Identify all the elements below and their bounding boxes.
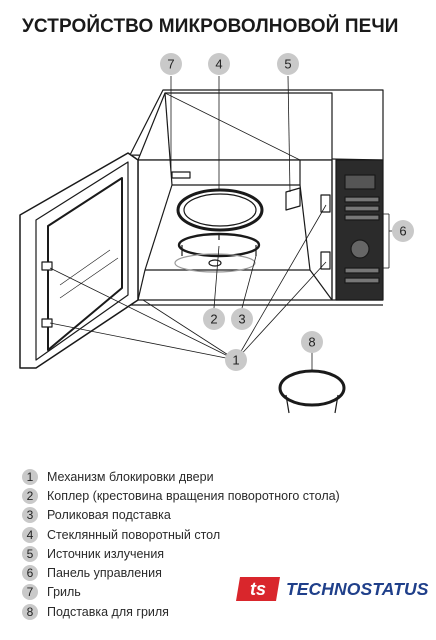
leader-lines bbox=[49, 75, 392, 372]
callout-5: 5 bbox=[277, 53, 299, 75]
legend-number: 6 bbox=[22, 565, 38, 582]
legend-item-5: 5 Источник излучения bbox=[22, 544, 340, 563]
callout-1: 1 bbox=[225, 349, 247, 371]
legend-label: Роликовая подставка bbox=[47, 508, 171, 523]
svg-text:6: 6 bbox=[399, 224, 406, 239]
legend-label: Источник излучения bbox=[47, 546, 165, 561]
svg-text:8: 8 bbox=[308, 335, 315, 350]
callout-3: 3 bbox=[231, 308, 253, 330]
svg-text:1: 1 bbox=[232, 353, 239, 368]
legend-number: 3 bbox=[22, 507, 38, 524]
legend-label: Гриль bbox=[47, 585, 81, 600]
callout-7: 7 bbox=[160, 53, 182, 75]
callout-8: 8 bbox=[301, 331, 323, 353]
callout-2: 2 bbox=[203, 308, 225, 330]
callout-4: 4 bbox=[208, 53, 230, 75]
brand-logo: ts TECHNOSTATUS bbox=[234, 574, 429, 604]
svg-text:ts: ts bbox=[250, 579, 266, 599]
legend-number: 7 bbox=[22, 584, 38, 601]
ts-logo-icon: ts bbox=[236, 577, 280, 601]
microwave-illustration bbox=[19, 89, 384, 414]
legend-item-1: 1 Механизм блокировки двери bbox=[22, 467, 340, 486]
legend-label: Механизм блокировки двери bbox=[47, 469, 214, 484]
legend-item-3: 3 Роликовая подставка bbox=[22, 506, 340, 525]
legend-item-2: 2 Коплер (крестовина вращения поворотног… bbox=[22, 486, 340, 505]
legend-item-4: 4 Стеклянный поворотный стол bbox=[22, 525, 340, 544]
legend-number: 2 bbox=[22, 487, 38, 504]
svg-text:5: 5 bbox=[284, 57, 291, 72]
legend-number: 1 bbox=[22, 468, 38, 485]
legend-item-8: 8 Подставка для гриля bbox=[22, 602, 340, 621]
legend-number: 8 bbox=[22, 603, 38, 620]
legend-label: Панель управления bbox=[47, 566, 162, 581]
svg-text:7: 7 bbox=[167, 57, 174, 72]
legend-label: Подставка для гриля bbox=[47, 604, 169, 619]
svg-text:4: 4 bbox=[215, 57, 222, 72]
callout-6: 6 bbox=[392, 220, 414, 242]
legend-number: 5 bbox=[22, 545, 38, 562]
legend-number: 4 bbox=[22, 526, 38, 543]
legend-item-6: 6 Панель управления bbox=[22, 563, 340, 582]
page-title: УСТРОЙСТВО МИКРОВОЛНОВОЙ ПЕЧИ bbox=[22, 16, 399, 37]
legend-label: Коплер (крестовина вращения поворотного … bbox=[47, 488, 340, 503]
brand-name: TECHNOSTATUS bbox=[286, 578, 429, 599]
svg-text:3: 3 bbox=[238, 312, 245, 327]
legend-label: Стеклянный поворотный стол bbox=[47, 527, 221, 542]
legend-item-7: 7 Гриль bbox=[22, 583, 340, 602]
legend: 1 Механизм блокировки двери 2 Коплер (кр… bbox=[22, 467, 340, 621]
svg-text:2: 2 bbox=[210, 312, 217, 327]
